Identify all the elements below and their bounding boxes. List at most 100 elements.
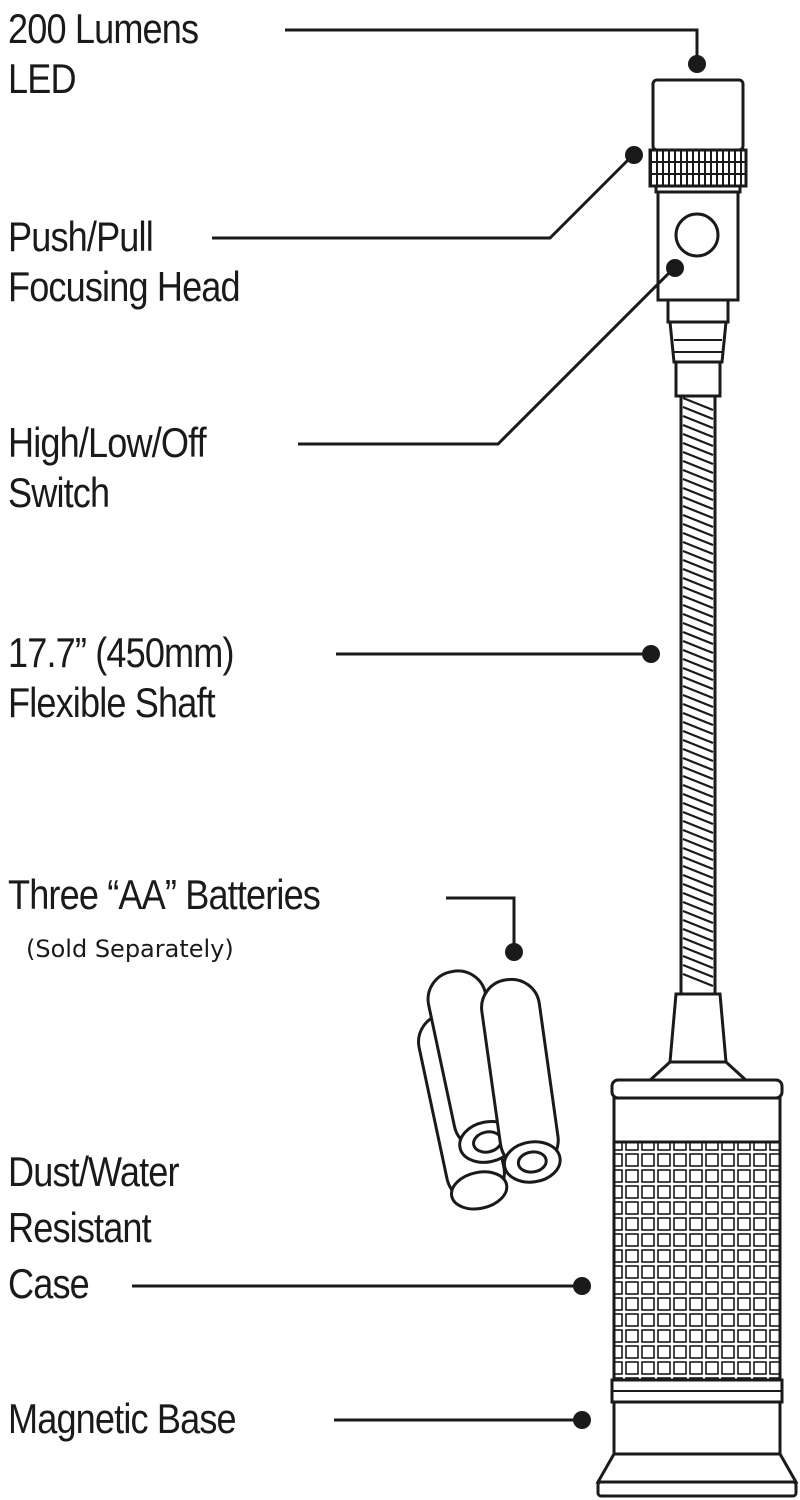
shaft-coil xyxy=(682,684,714,700)
shaft-coil xyxy=(682,558,714,574)
label-case-line2: Resistant xyxy=(8,1204,152,1251)
shaft-coil xyxy=(682,549,714,565)
shaft-coil xyxy=(682,819,714,835)
dot-batteries xyxy=(505,943,523,961)
label-led-line1: 200 Lumens xyxy=(8,5,199,52)
shaft-coil xyxy=(682,729,714,745)
shaft-coil xyxy=(682,459,714,475)
shaft-coil xyxy=(682,891,714,907)
shaft-coil xyxy=(682,810,714,826)
shaft-coil xyxy=(682,873,714,889)
shaft-coil xyxy=(682,666,714,682)
shaft-coil xyxy=(682,612,714,628)
shaft-coil xyxy=(682,918,714,934)
body-collar xyxy=(644,992,752,1084)
label-case: Dust/Water Resistant Case xyxy=(8,1144,180,1312)
dot-focus xyxy=(625,146,643,164)
switch-button xyxy=(674,212,720,258)
label-switch-line1: High/Low/Off xyxy=(8,419,207,466)
shaft-coil xyxy=(682,792,714,808)
shaft-coil xyxy=(682,405,714,421)
shaft-coil xyxy=(682,702,714,718)
label-base: Magnetic Base xyxy=(8,1394,237,1444)
shaft-coil xyxy=(682,927,714,943)
shaft-coil xyxy=(682,720,714,736)
label-switch-line2: Switch xyxy=(8,469,110,516)
shaft-coil xyxy=(682,846,714,862)
dot-base xyxy=(573,1411,591,1429)
dot-case xyxy=(573,1277,591,1295)
shaft-coil xyxy=(682,504,714,520)
shaft-coil xyxy=(682,711,714,727)
shaft-coil xyxy=(682,513,714,529)
shaft-coil xyxy=(682,882,714,898)
focus-ring xyxy=(648,148,748,188)
shaft-coil xyxy=(682,423,714,439)
leader-switch xyxy=(298,268,674,446)
shaft-coil xyxy=(682,468,714,484)
shaft-coil xyxy=(682,801,714,817)
shaft-coil xyxy=(682,783,714,799)
label-focus-line1: Push/Pull xyxy=(8,213,154,260)
label-batteries-line1: Three “AA” Batteries xyxy=(8,871,321,918)
batteries xyxy=(417,969,562,1211)
flexible-shaft xyxy=(679,394,717,996)
label-case-line3: Case xyxy=(8,1260,90,1307)
shaft-coil xyxy=(682,603,714,619)
shaft-coil xyxy=(682,936,714,952)
label-shaft-line2: Flexible Shaft xyxy=(8,679,216,726)
shaft-coil xyxy=(682,486,714,502)
dot-led xyxy=(688,55,706,73)
shaft-coil xyxy=(682,837,714,853)
shaft-coil xyxy=(682,756,714,772)
label-led-line2: LED xyxy=(8,55,77,102)
shaft-coil xyxy=(682,495,714,511)
shaft-coil xyxy=(682,693,714,709)
led-head xyxy=(651,78,745,152)
case-body xyxy=(610,1078,784,1456)
label-batteries-note: (Sold Separately) xyxy=(26,935,234,963)
shaft-coil xyxy=(682,630,714,646)
shaft-coil xyxy=(682,738,714,754)
shaft-coil xyxy=(682,963,714,979)
shaft-coil xyxy=(682,900,714,916)
label-focus: Push/Pull Focusing Head xyxy=(8,212,241,312)
shaft-coil xyxy=(682,657,714,673)
label-led: 200 Lumens LED xyxy=(8,4,199,104)
label-shaft: 17.7” (450mm) Flexible Shaft xyxy=(8,628,235,728)
shaft-coil xyxy=(682,864,714,880)
neck xyxy=(666,298,730,398)
shaft-coil xyxy=(682,765,714,781)
dot-shaft xyxy=(642,645,660,663)
leader-focus xyxy=(212,154,634,240)
leader-led xyxy=(285,28,699,62)
shaft-coil xyxy=(682,567,714,583)
shaft-coil xyxy=(682,639,714,655)
label-focus-line2: Focusing Head xyxy=(8,263,241,310)
label-case-line1: Dust/Water xyxy=(8,1148,180,1195)
shaft-coil xyxy=(682,441,714,457)
shaft-coil xyxy=(682,621,714,637)
shaft-coil xyxy=(682,522,714,538)
label-shaft-line1: 17.7” (450mm) xyxy=(8,629,235,676)
shaft-coil xyxy=(682,432,714,448)
shaft-coil xyxy=(682,477,714,493)
label-batteries: Three “AA” Batteries xyxy=(8,870,321,920)
shaft-coil xyxy=(682,747,714,763)
shaft-coil xyxy=(682,855,714,871)
shaft-coil xyxy=(682,576,714,592)
shaft-coil xyxy=(682,972,714,988)
shaft-coil xyxy=(682,648,714,664)
shaft-coil xyxy=(682,585,714,601)
shaft-coil xyxy=(682,450,714,466)
switch-housing xyxy=(654,184,742,302)
shaft-coil xyxy=(682,909,714,925)
shaft-coil xyxy=(682,414,714,430)
shaft-coil xyxy=(682,828,714,844)
label-base-line1: Magnetic Base xyxy=(8,1395,237,1442)
shaft-coil xyxy=(682,774,714,790)
dot-switch xyxy=(666,259,684,277)
shaft-coil xyxy=(682,675,714,691)
shaft-coil xyxy=(682,945,714,961)
shaft-coil xyxy=(682,594,714,610)
